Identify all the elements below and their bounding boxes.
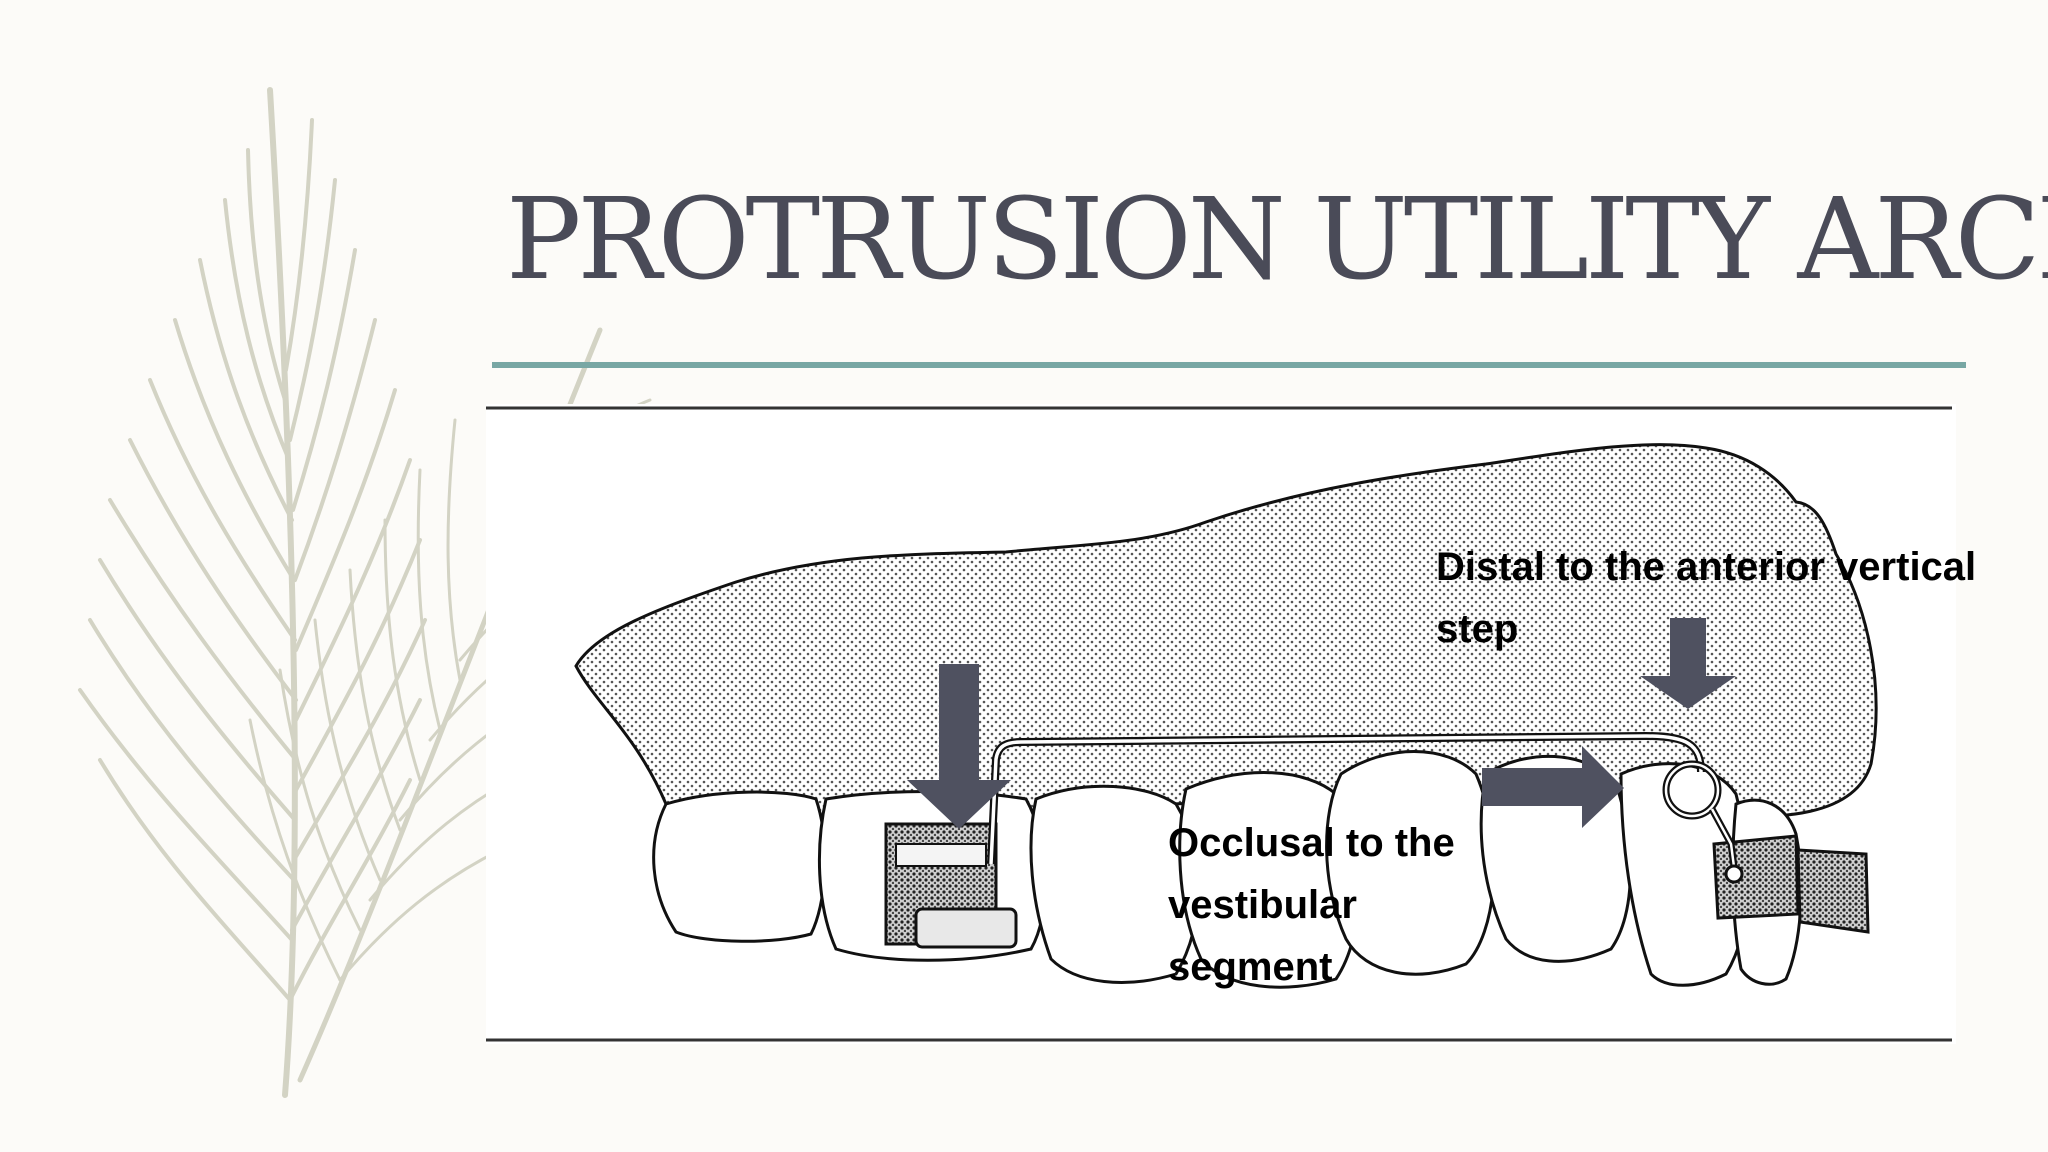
annotation-distal: Distal to the anterior vertical step (1436, 536, 2048, 660)
annotation-distal-line-2: step (1436, 607, 1519, 651)
dental-diagram (486, 404, 1956, 1044)
annotation-occlusal: Occlusal to the vestibular segment (1168, 812, 1528, 998)
arrow-down-icon (1640, 618, 1736, 709)
annotation-distal-line-1: Distal to the anterior vertical (1436, 545, 1977, 589)
tooth-premolar-2 (1178, 771, 1360, 989)
title-divider (492, 362, 1966, 368)
dental-illustration (486, 406, 1952, 1042)
arrow-right-icon (1482, 746, 1624, 828)
tooth-molar-back (652, 790, 827, 943)
annotation-occlusal-line-2: vestibular (1168, 883, 1357, 927)
tooth-canine (1325, 750, 1496, 976)
annotation-occlusal-line-1: Occlusal to the (1168, 821, 1455, 865)
tooth-premolar-1 (1029, 784, 1200, 984)
page-title: PROTRUSION UTILITY ARCH (506, 175, 2048, 305)
molar-tube (914, 907, 1018, 949)
annotation-occlusal-line-3: segment (1168, 945, 1333, 989)
arrow-down-icon (907, 664, 1011, 829)
